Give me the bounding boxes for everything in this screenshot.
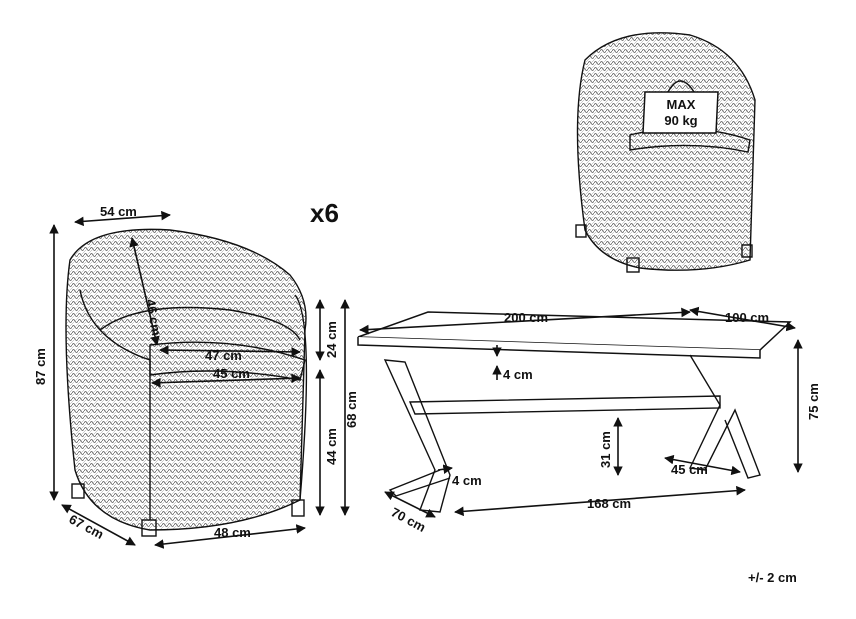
chair-backrest-label: 46 cm — [143, 298, 164, 337]
dimension-lines — [49, 210, 803, 549]
quantity-multiplier: x6 — [310, 198, 339, 228]
max-load-value: 90 kg — [664, 113, 697, 128]
max-load-label: MAX — [667, 97, 696, 112]
table-drawing — [357, 311, 792, 513]
chair-max-load-drawing: MAX 90 kg — [575, 32, 756, 273]
table-crossbar-height-label: 31 cm — [598, 431, 613, 468]
table-leg-depth-label: 70 cm — [389, 504, 429, 535]
chair-base-width-label: 48 cm — [214, 525, 251, 540]
table-height-label: 75 cm — [806, 383, 821, 420]
table-leg-span-label: 45 cm — [671, 462, 708, 477]
chair-arm-height-label: 68 cm — [344, 391, 359, 428]
chair-seat-height-label: 44 cm — [324, 428, 339, 465]
table-length-label: 200 cm — [504, 310, 548, 325]
table-leg-thickness-label: 4 cm — [452, 473, 482, 488]
chair-depth-label: 67 cm — [67, 511, 107, 542]
table-leg-spacing-label: 168 cm — [587, 496, 631, 511]
chair-seat-front-width-label: 45 cm — [213, 366, 250, 381]
chair-seat-back-width-label: 47 cm — [205, 348, 242, 363]
chair-width-label: 54 cm — [100, 204, 137, 219]
chair-drawing — [65, 228, 308, 537]
table-top-thickness-label: 4 cm — [503, 367, 533, 382]
chair-height-label: 87 cm — [33, 348, 48, 385]
chair-armrest-height-label: 24 cm — [324, 321, 339, 358]
tolerance-note: +/- 2 cm — [748, 570, 797, 585]
table-width-label: 100 cm — [725, 310, 769, 325]
